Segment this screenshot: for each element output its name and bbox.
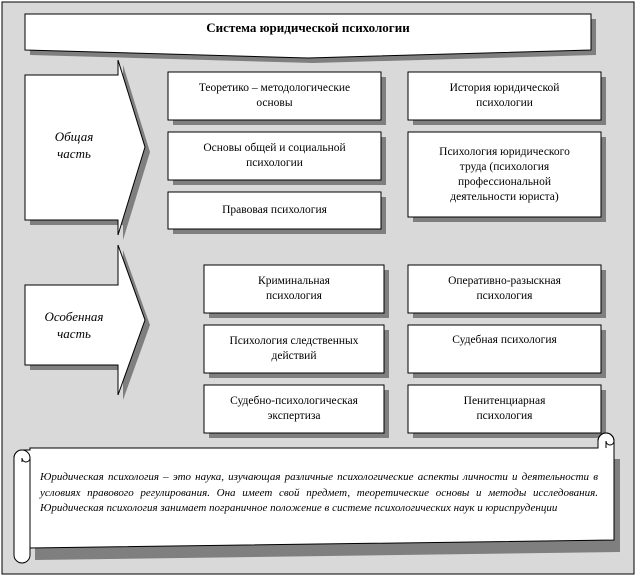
operative-search-label: Оперативно-разыскная психология [448,275,561,302]
investigative-actions-label: Психология следственных действий [229,335,359,362]
special-part-label: Особенная часть [44,309,104,341]
definition-text: Юридическая психология – это наука, изуч… [40,471,598,514]
general-part-label: Общая часть [54,129,94,161]
legal-labor-psychology-label: Психология юридического труда (психологи… [439,145,570,203]
box-criminal-psychology [203,264,385,314]
forensic-expertise-label: Судебно-психологическая экспертиза [230,395,358,422]
box-theory-methodology [167,71,382,121]
judicial-psychology-label: Судебная психология [452,333,557,346]
scroll-left-curl [13,449,31,463]
box-general-social-psychology [167,131,382,181]
box-judicial-psychology [407,324,602,374]
box-legal-psychology [167,191,382,230]
history-label: История юридической психологии [449,82,560,109]
special-arrow [24,244,146,396]
box-legal-labor-psychology [407,131,602,218]
legal-psychology-label: Правовая психология [222,204,327,216]
criminal-psychology-label: Криминальная психология [258,275,330,302]
theory-methodology-label: Теоретико – методологические основы [198,82,351,109]
general-social-psychology-label: Основы общей и социальной психологии [203,142,346,169]
general-arrow [24,59,146,236]
box-operative-search [407,264,602,314]
box-history [407,71,602,121]
diagram-title: Система юридической психологии [206,20,410,35]
scroll-top-curl [597,432,615,448]
penitentiary-label: Пенитенциарная психология [463,395,546,422]
box-forensic-expertise [203,384,385,434]
title-banner [24,13,592,59]
box-penitentiary [407,384,602,434]
box-investigative-actions [203,324,385,374]
